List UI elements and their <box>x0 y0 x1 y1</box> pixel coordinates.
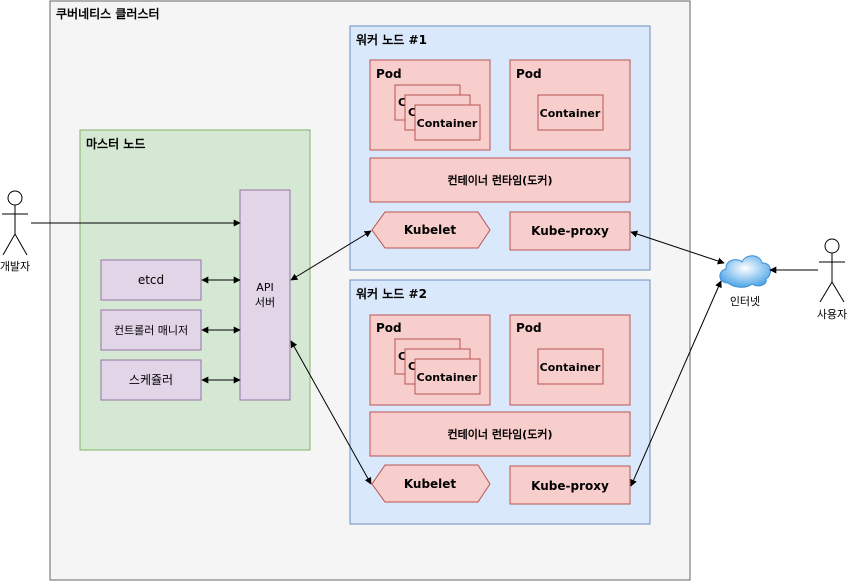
developer-label: 개발자 <box>0 260 30 273</box>
internet-cloud-icon[interactable] <box>719 255 771 288</box>
kube-proxy-box[interactable] <box>509 211 631 251</box>
container-stack-back-label: C <box>398 350 406 363</box>
kubelet-shape[interactable] <box>371 211 491 249</box>
pod-1-label: Pod <box>376 67 402 81</box>
etcd-box[interactable] <box>100 259 202 301</box>
scheduler-label: 스케쥴러 <box>129 373 173 387</box>
kube-proxy-1-internet-arrow <box>630 230 725 265</box>
pod-2-label: Pod <box>516 321 542 335</box>
runtime-box[interactable] <box>369 411 631 457</box>
runtime-box[interactable] <box>369 157 631 203</box>
kube-proxy-label: Kube-proxy <box>531 224 609 238</box>
api-server-box[interactable] <box>239 189 291 401</box>
scheduler-box[interactable] <box>100 359 202 401</box>
kube-proxy-2-internet-arrow <box>630 280 722 487</box>
container-stack-mid-label: C <box>408 106 416 119</box>
pod-1-label: Pod <box>376 321 402 335</box>
kube-proxy-label: Kube-proxy <box>531 479 609 493</box>
api-kubelet-2-arrow <box>290 340 372 485</box>
controller-manager-box[interactable] <box>100 309 202 351</box>
controller-manager-label: 컨트롤러 매니저 <box>114 324 188 337</box>
worker-node-2: 워커 노드 #2 Pod C C Container Pod Container… <box>349 279 651 525</box>
container-stack-back-label: C <box>398 96 406 109</box>
api-kubelet-1-arrow <box>290 230 372 281</box>
kubelet-label: Kubelet <box>404 223 457 237</box>
cluster-title: 쿠버네티스 클러스터 <box>56 6 160 21</box>
container-label: Container <box>540 107 601 120</box>
kube-proxy-box[interactable] <box>509 465 631 505</box>
container-stack-front[interactable] <box>414 104 481 141</box>
container-box[interactable] <box>537 94 604 131</box>
container-stack-front-label: Container <box>417 371 478 384</box>
worker-node-1-title: 워커 노드 #1 <box>356 32 427 47</box>
user-label: 사용자 <box>817 308 847 321</box>
container-stack-front-label: Container <box>417 117 478 130</box>
etcd-label: etcd <box>138 273 164 287</box>
runtime-label: 컨테이너 런타임(도커) <box>448 173 553 187</box>
developer-actor-icon[interactable] <box>2 190 28 256</box>
api-server-label-line1: API <box>256 281 273 294</box>
master-node-title: 마스터 노드 <box>86 136 145 151</box>
container-stack-mid-label: C <box>408 360 416 373</box>
kubelet-shape[interactable] <box>371 464 491 503</box>
worker-node-1: 워커 노드 #1 Pod C C Container Pod Container… <box>349 25 651 271</box>
container-box[interactable] <box>537 348 604 385</box>
pod-2-label: Pod <box>516 67 542 81</box>
worker-node-2-title: 워커 노드 #2 <box>356 286 427 301</box>
api-server-label-line2: 서버 <box>255 296 275 309</box>
kubelet-label: Kubelet <box>404 477 457 491</box>
user-actor-icon[interactable] <box>819 238 845 303</box>
container-label: Container <box>540 361 601 374</box>
internet-label: 인터넷 <box>730 295 760 308</box>
runtime-label: 컨테이너 런타임(도커) <box>448 427 553 441</box>
connectors <box>31 219 818 487</box>
container-stack-front[interactable] <box>414 358 481 395</box>
